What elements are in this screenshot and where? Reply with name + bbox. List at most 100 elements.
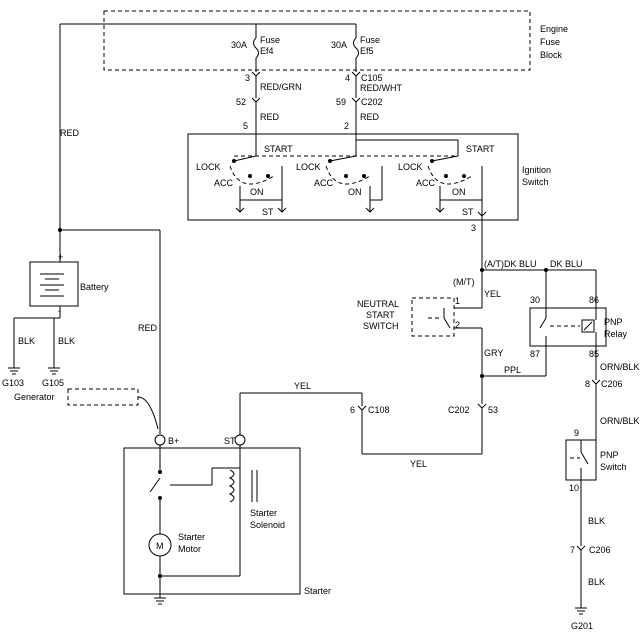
fuse-ef4-name1: Fuse	[260, 35, 280, 45]
ground-icon	[8, 367, 20, 375]
fuse-ef5-rating: 30A	[331, 40, 347, 50]
c105-pin-right: 4	[345, 73, 350, 83]
ign-pin-3: 3	[471, 223, 476, 233]
starter-solenoid-coil-icon	[228, 469, 235, 503]
st-terminal	[234, 434, 246, 446]
c105-pin-left: 3	[245, 73, 250, 83]
fuse-ef4-name2: Ef4	[260, 46, 274, 56]
ground-g201: G201	[571, 621, 593, 631]
ign-acc-2: ACC	[314, 178, 334, 188]
neutral-start-switch-label-2: START	[366, 310, 395, 320]
c105-label: C105	[361, 73, 383, 83]
ign-acc-3: ACC	[416, 178, 436, 188]
c108-pin: 6	[350, 405, 355, 415]
wire-red-grn-label: RED/GRN	[260, 82, 302, 92]
ground-g103: G103	[2, 378, 24, 388]
wire-blk-1-label: BLK	[18, 336, 35, 346]
neutral-start-switch-label-3: SWITCH	[363, 321, 399, 331]
pnp-relay-box	[529, 307, 607, 347]
ign-on-1: ON	[250, 187, 264, 197]
starter-solenoid-label-1: Starter	[250, 508, 277, 518]
relay-pin-87: 87	[530, 349, 540, 359]
wire-orn-blk-2-label: ORN/BLK	[600, 416, 640, 426]
ground-icon	[575, 607, 587, 615]
starter-motor-label-2: Motor	[178, 544, 201, 554]
wire-red-left-label: RED	[60, 128, 80, 138]
nss-pin-1: 1	[455, 296, 460, 306]
c202-top-label: C202	[361, 97, 383, 107]
connector-c105-left	[251, 71, 261, 77]
ign-st-2: ST	[462, 207, 474, 217]
wire-orn-blk-1-label: ORN/BLK	[600, 362, 640, 372]
ignition-switch-box	[187, 133, 519, 221]
connector-c206-bottom	[576, 545, 586, 551]
wire-blk-4-label: BLK	[588, 577, 605, 587]
battery-plus: +	[58, 252, 63, 262]
wire-red-wht-label: RED/WHT	[360, 83, 402, 93]
starter-solenoid-label-2: Solenoid	[250, 520, 285, 530]
wire-red-b-label: RED	[360, 112, 380, 122]
neutral-start-switch-label-1: NEUTRAL	[357, 299, 399, 309]
connector-c202-bottom	[477, 403, 487, 409]
relay-pin-85: 85	[589, 349, 599, 359]
fuse-block-label-1: Engine	[540, 24, 568, 34]
pnp-relay-coil-icon	[581, 319, 595, 333]
wire-yel-bottom-label: YEL	[410, 459, 427, 469]
neutral-start-switch-box	[411, 297, 455, 337]
c206-bottom-pin: 7	[570, 545, 575, 555]
pnp-relay-label-2: Relay	[604, 329, 628, 339]
engine-fuse-block-outline	[103, 10, 531, 71]
st-terminal-label: ST	[224, 436, 236, 446]
wire-yel-mt-label: YEL	[484, 289, 501, 299]
ign-lock-1: LOCK	[196, 162, 221, 172]
connector-c202-left	[251, 97, 261, 103]
relay-pin-86: 86	[589, 295, 599, 305]
ignition-switch-label-2: Switch	[522, 177, 549, 187]
b-plus-terminal	[154, 434, 166, 446]
fuse-ef5-name2: Ef5	[360, 46, 374, 56]
wire-mt-label: (M/T)	[453, 277, 475, 287]
ign-lock-3: LOCK	[398, 162, 423, 172]
ignition-switch-label-1: Ignition	[522, 165, 551, 175]
ign-lock-2: LOCK	[296, 162, 321, 172]
wire-at-dk-blu-label: (A/T)DK BLU	[484, 259, 537, 269]
ign-start-2: START	[466, 144, 495, 154]
pnp-relay-label-1: PNP	[604, 317, 623, 327]
wire-blk-2-label: BLK	[58, 336, 75, 346]
nss-pin-2: 2	[455, 320, 460, 330]
relay-pin-30: 30	[530, 295, 540, 305]
ign-on-3: ON	[452, 187, 466, 197]
c202-pin-right: 59	[336, 97, 346, 107]
connector-c108	[357, 405, 367, 411]
ign-acc-1: ACC	[214, 178, 234, 188]
c202-pin-left: 52	[236, 97, 246, 107]
ground-icon	[154, 597, 166, 605]
battery-label: Battery	[80, 282, 109, 292]
starter-motor-label-1: Starter	[178, 532, 205, 542]
c108-label: C108	[368, 405, 390, 415]
motor-symbol: M	[156, 541, 164, 551]
fuse-ef4-symbol	[253, 37, 259, 59]
generator-box	[67, 388, 139, 406]
ign-st-1: ST	[262, 207, 274, 217]
wire-yel-top-label: YEL	[294, 381, 311, 391]
pnp-switch-pin-10: 10	[569, 483, 579, 493]
fuse-ef5-symbol	[353, 37, 359, 59]
c206-top-label: C206	[601, 379, 623, 389]
starter-label: Starter	[304, 586, 331, 596]
wire-gry-label: GRY	[484, 348, 503, 358]
fuse-ef4-rating: 30A	[231, 40, 247, 50]
pnp-relay-contact-icon	[539, 317, 547, 329]
pnp-switch-label-2: Switch	[600, 462, 627, 472]
ign-pin-5: 5	[243, 121, 248, 131]
c206-bottom-label: C206	[589, 545, 611, 555]
fuse-block-label-2: Fuse	[540, 37, 560, 47]
fuse-ef5-name1: Fuse	[360, 35, 380, 45]
pnp-switch-contact-icon	[580, 451, 589, 465]
c202-bottom-label: C202	[448, 405, 470, 415]
wire-red-a-label: RED	[260, 112, 280, 122]
c206-top-pin: 8	[585, 379, 590, 389]
fuse-block-label-3: Block	[540, 50, 563, 60]
pnp-switch-pin-9: 9	[574, 428, 579, 438]
